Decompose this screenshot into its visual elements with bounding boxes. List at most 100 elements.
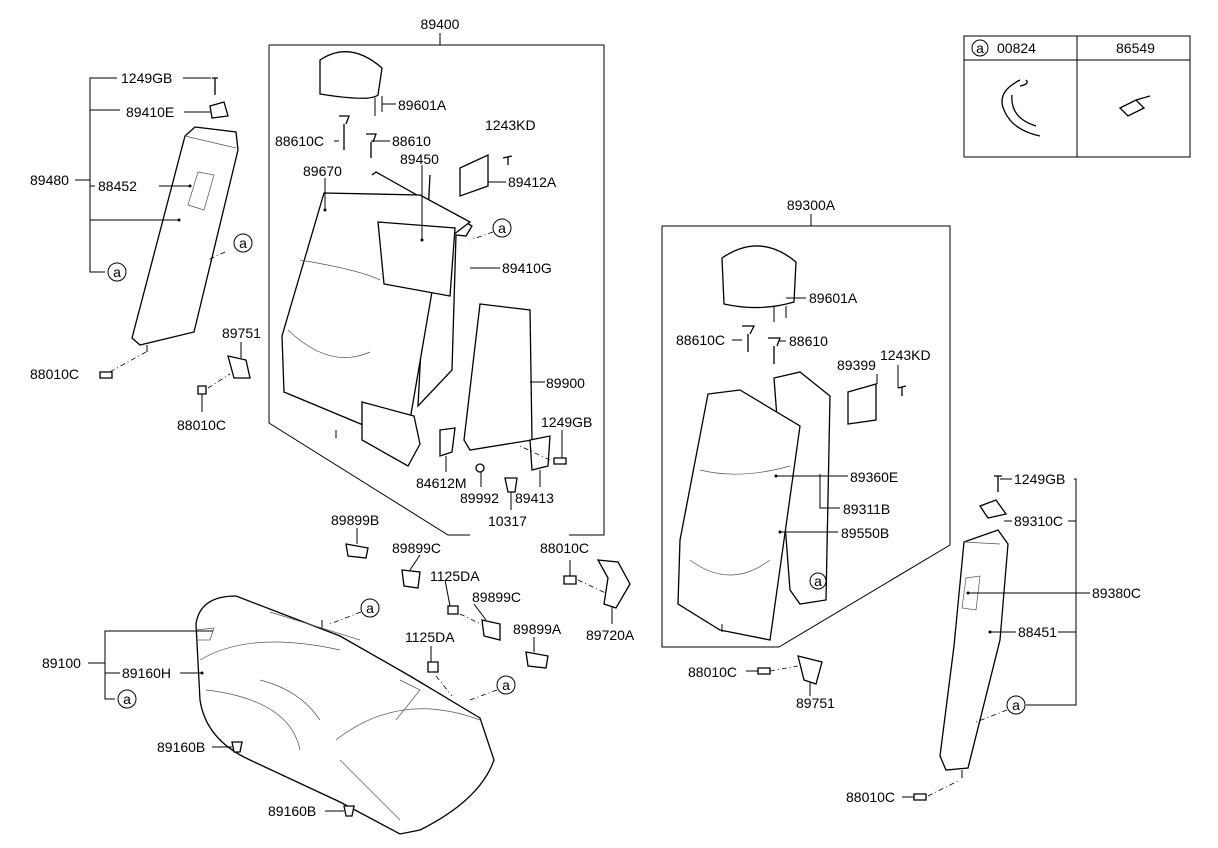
label-89550b: 89550B (841, 525, 889, 541)
marker-a-right: a (814, 573, 822, 589)
label-88451: 88451 (1018, 624, 1057, 640)
bracket-89899c-1 (401, 569, 421, 589)
screw-88010c-3 (563, 575, 577, 585)
armrest-cover-89450 (377, 221, 456, 297)
right-bolster-part (913, 475, 1009, 801)
label-88610-left: 88610 (392, 133, 431, 149)
screw-1249gb-icon (212, 77, 218, 95)
clip-89992 (475, 463, 485, 473)
clip-89160b-2 (343, 805, 355, 817)
label-1125da-2: 1125DA (405, 629, 455, 645)
seat-back-left-part (281, 51, 567, 493)
clip-89310c (979, 499, 1008, 519)
bracket-89899c-2 (481, 619, 501, 641)
label-88610c-left: 88610C (275, 133, 324, 149)
marker-a-cushion-1: a (366, 600, 374, 616)
label-88010c-5: 88010C (846, 789, 895, 805)
label-89601a-left: 89601A (398, 97, 447, 113)
legend-marker-circle (971, 39, 989, 57)
guide-88610c-right (742, 325, 756, 352)
label-89899c-2: 89899C (472, 589, 521, 605)
marker-a-bolster: a (239, 235, 247, 251)
label-89751-left: 89751 (222, 325, 261, 341)
marker-a-right-bolster: a (1012, 697, 1020, 713)
label-89160h: 89160H (122, 665, 171, 681)
legend-part-1: 00824 (997, 40, 1036, 56)
label-89450: 89450 (400, 151, 439, 167)
label-89310c: 89310C (1014, 513, 1063, 529)
guide-88610c-left (339, 115, 350, 150)
screw-1243kd-left (502, 155, 513, 165)
assembly-label-89400: 89400 (421, 16, 460, 32)
back-pad-right (677, 389, 801, 641)
label-1249gb-left: 1249GB (121, 70, 172, 86)
screw-1125da-2 (427, 661, 439, 673)
seat-cushion-part (195, 595, 495, 835)
label-88610c-right: 88610C (676, 332, 725, 348)
label-89480: 89480 (30, 172, 69, 188)
legend-table: a 00824 86549 (963, 35, 1191, 158)
label-89410e: 89410E (126, 104, 174, 120)
label-89899b: 89899B (331, 512, 379, 528)
left-bolster-callouts (75, 77, 253, 412)
label-88610-right: 88610 (789, 333, 828, 349)
screw-1243kd-right (897, 385, 907, 396)
label-89160b-2: 89160B (268, 803, 316, 819)
assembly-frame-89400: 89400 (268, 16, 605, 536)
bolt-icon (1118, 95, 1151, 117)
label-89601a-right: 89601A (809, 290, 858, 306)
cover-89399 (847, 383, 877, 425)
bracket-89899b (345, 543, 369, 559)
bracket-89751-right (797, 655, 823, 685)
legend-marker: a (976, 40, 984, 56)
label-89160b-1: 89160B (157, 739, 205, 755)
label-89412a: 89412A (508, 174, 557, 190)
hook-clip-icon (1001, 79, 1041, 137)
label-88010c-1: 88010C (30, 366, 79, 382)
seat-back-right-part (677, 245, 907, 685)
bracket-89413 (529, 435, 551, 471)
label-89399: 89399 (837, 357, 876, 373)
cover-84612m (439, 427, 456, 457)
seat-back-left-callouts (323, 103, 563, 510)
label-88010c-4: 88010C (688, 664, 737, 680)
label-89413: 89413 (515, 490, 554, 506)
marker-a-back: a (498, 220, 506, 236)
label-89360e: 89360E (850, 469, 898, 485)
label-89311b: 89311B (843, 501, 890, 517)
marker-a-left: a (113, 264, 121, 280)
clip-89410e-icon (209, 101, 229, 119)
label-1125da-1: 1125DA (430, 568, 480, 584)
label-89670: 89670 (303, 163, 342, 179)
marker-a-cushion-3: a (123, 691, 131, 707)
seat-cushion-callouts (88, 598, 516, 812)
assembly-label-89300A: 89300A (787, 197, 836, 213)
label-89899a: 89899A (513, 621, 562, 637)
screw-88010c-4 (757, 667, 771, 675)
label-88010c-2: 88010C (177, 417, 226, 433)
bracket-89751-icon-1 (227, 355, 251, 379)
seat-back-right-callouts (732, 297, 899, 696)
label-89899c-1: 89899C (392, 540, 441, 556)
label-84612m: 84612M (416, 475, 467, 491)
label-10317: 10317 (488, 513, 527, 529)
label-89720a: 89720A (586, 627, 635, 643)
screw-88010c-icon-1 (99, 371, 113, 379)
label-89751-right: 89751 (796, 695, 835, 711)
armrest-89900 (463, 303, 533, 451)
screw-1249gb-2 (553, 457, 567, 465)
label-89380c: 89380C (1092, 585, 1141, 601)
bracket-parts-center (345, 528, 631, 697)
bracket-89720a (596, 559, 631, 609)
clip-89160b-1 (231, 741, 243, 753)
label-88010c-3: 88010C (540, 540, 589, 556)
screw-1249gb-3 (994, 475, 1002, 492)
label-1243kd-right: 1243KD (880, 347, 931, 363)
right-bolster-callouts (902, 478, 1090, 798)
label-1249gb-right: 1249GB (1014, 471, 1065, 487)
marker-a-cushion-2: a (502, 677, 510, 693)
headrest-right (721, 245, 797, 309)
label-89100: 89100 (42, 655, 81, 671)
